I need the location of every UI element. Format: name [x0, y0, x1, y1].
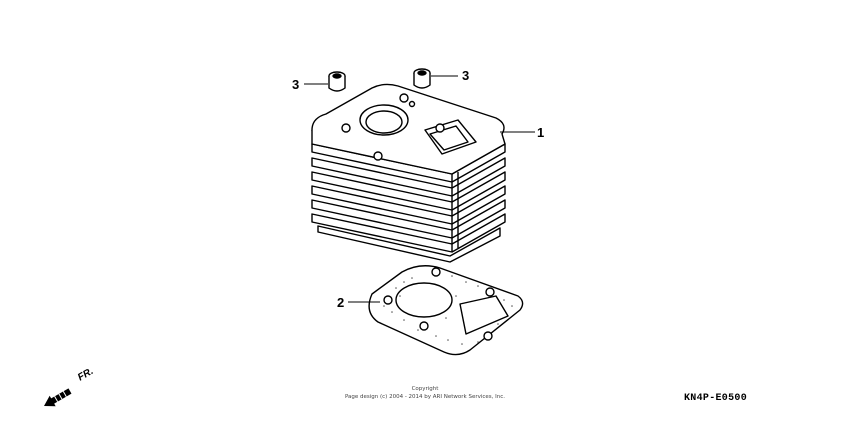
- dowel-pin-left[interactable]: [328, 71, 346, 92]
- cylinder-block[interactable]: [311, 83, 506, 263]
- callout-cylinder[interactable]: 1: [537, 125, 544, 140]
- leader-lines: [304, 75, 535, 303]
- callout-dowel-right[interactable]: 3: [462, 68, 469, 83]
- copyright-title: Copyright: [411, 386, 439, 392]
- front-direction-arrow-icon: [44, 388, 72, 407]
- callout-dowel-left[interactable]: 3: [292, 77, 299, 92]
- dowel-pin-right[interactable]: [413, 68, 431, 89]
- callout-gasket[interactable]: 2: [337, 295, 344, 310]
- diagram-code: KN4P-E0500: [684, 393, 748, 404]
- cylinder-gasket[interactable]: [368, 265, 524, 356]
- copyright-notice: Page design (c) 2004 - 2014 by ARI Netwo…: [344, 394, 506, 400]
